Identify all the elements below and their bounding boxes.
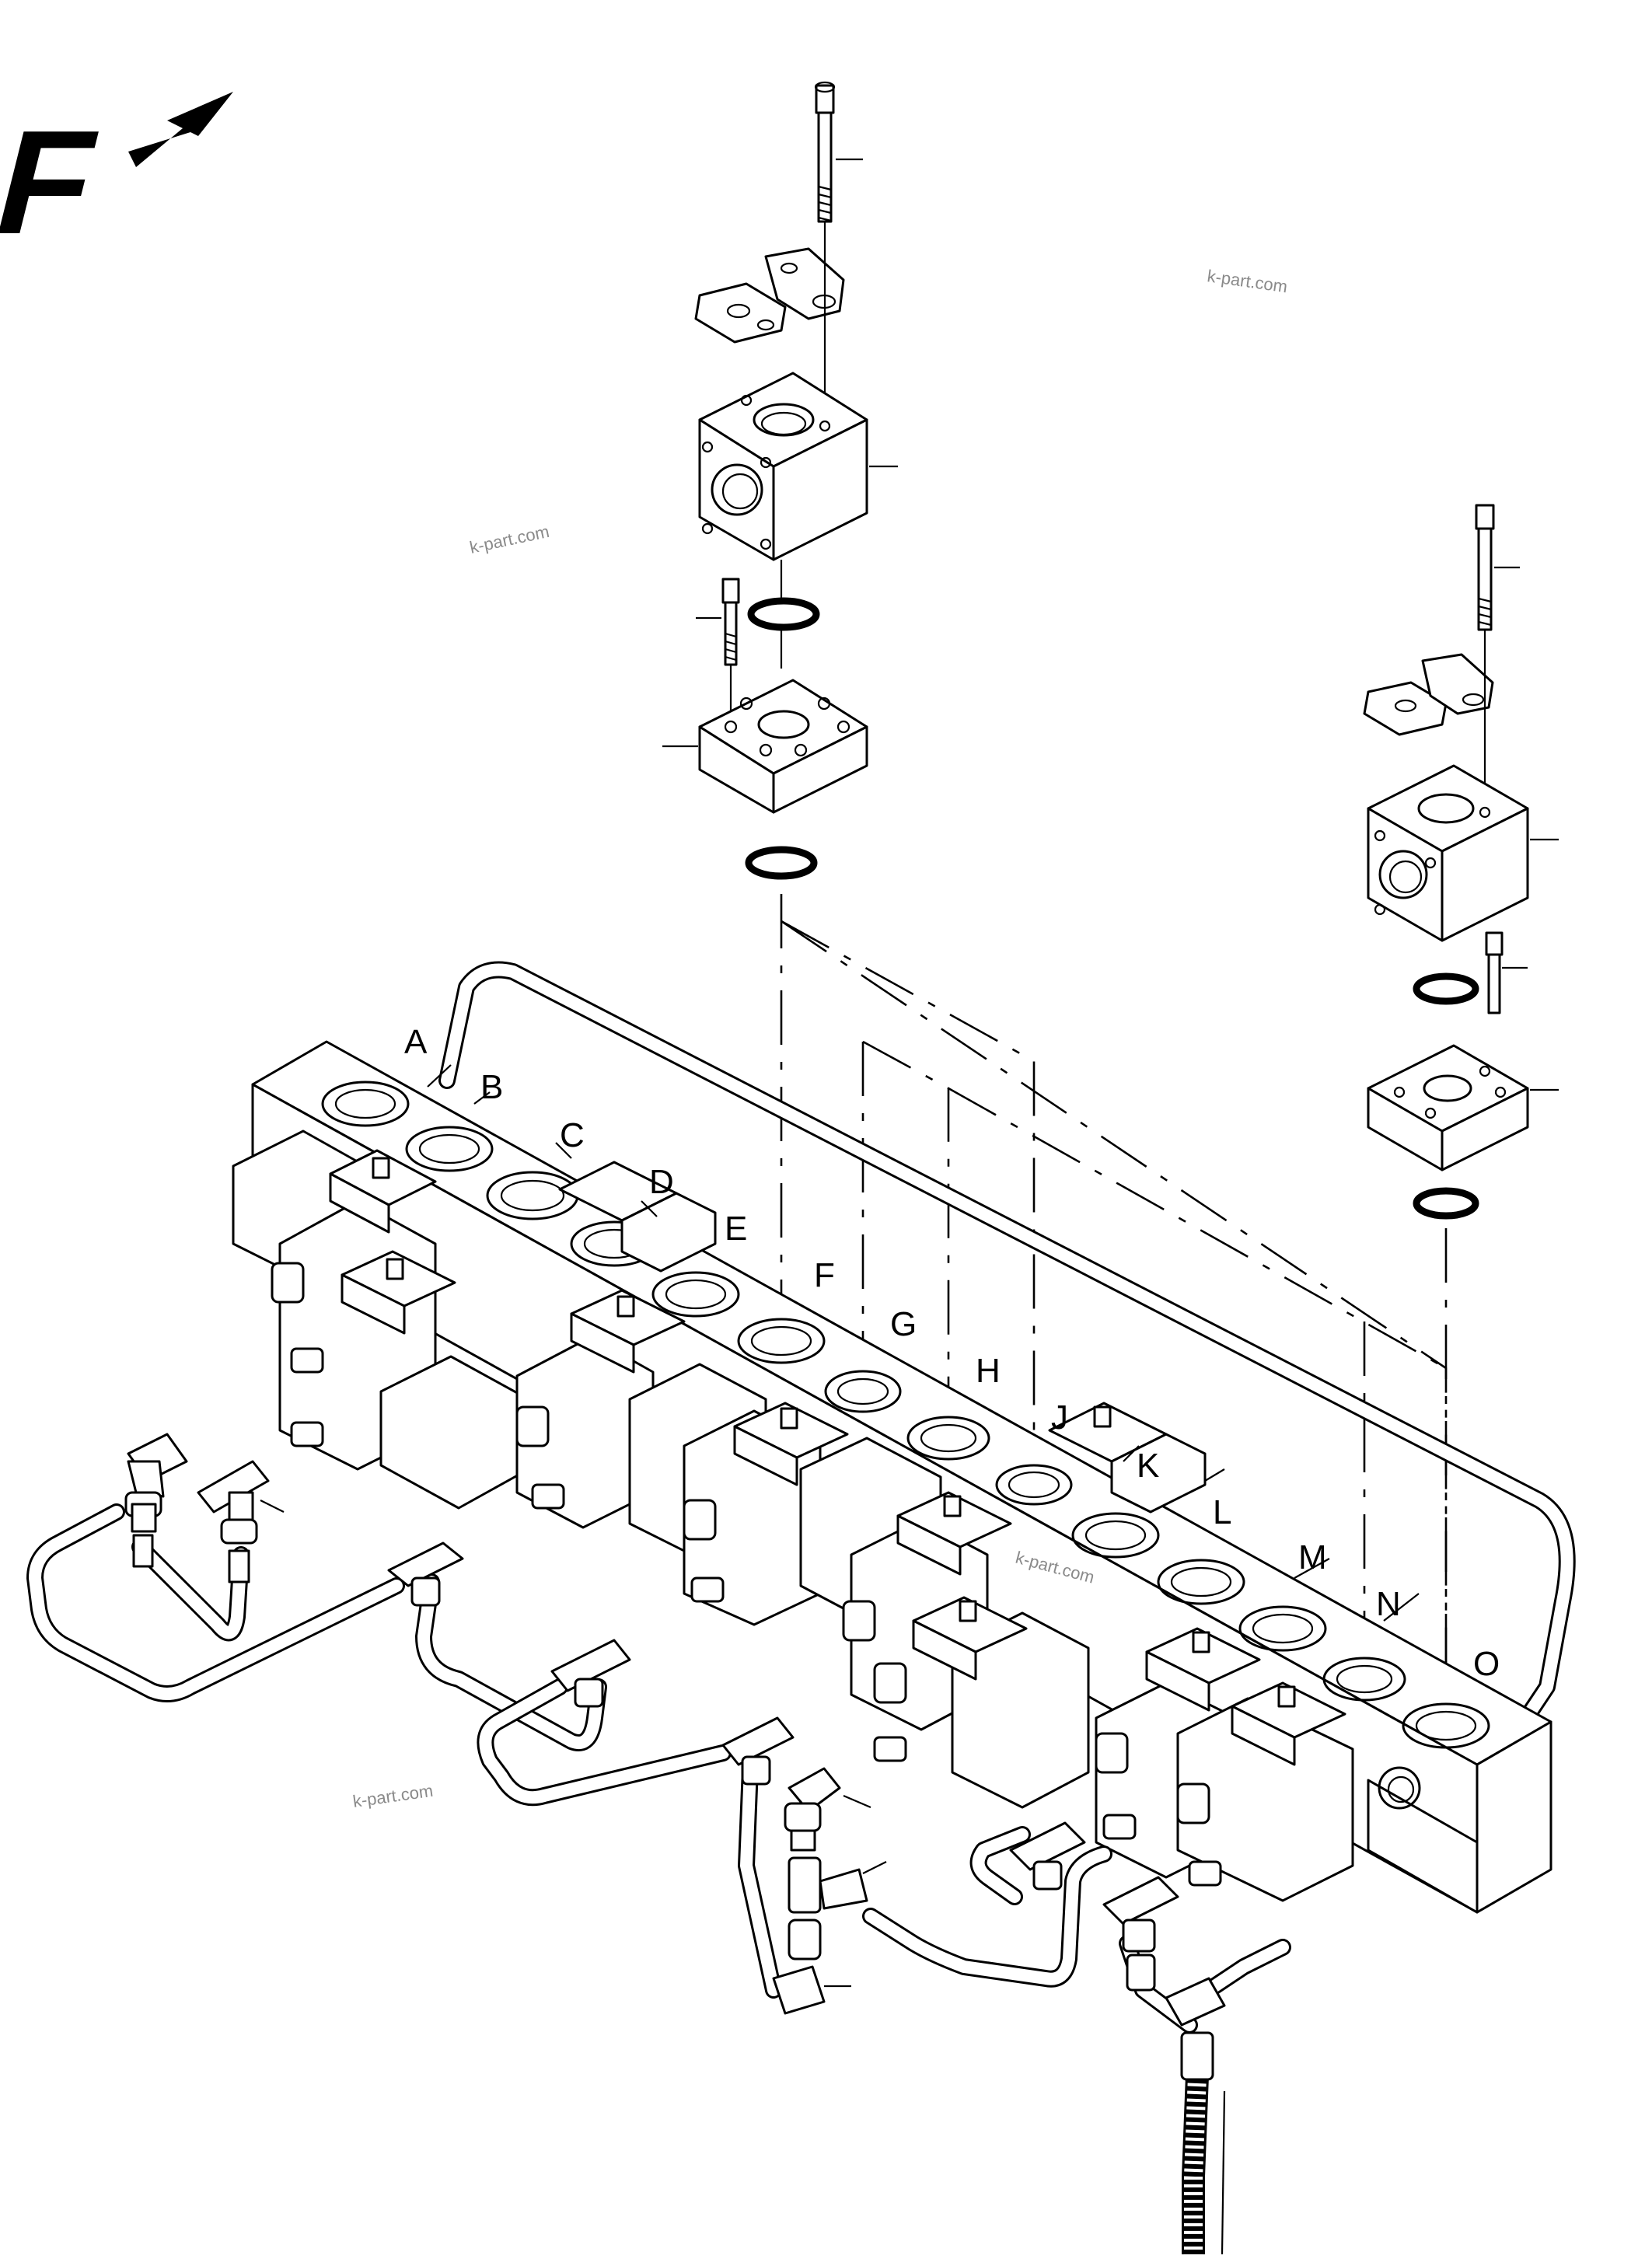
section-cover-plates	[329, 1149, 1346, 1766]
elbow-fitting-left	[124, 1433, 188, 1568]
solenoid-coils	[271, 1262, 1222, 1887]
split-flange-center	[694, 247, 845, 344]
long-bolt-center	[814, 81, 863, 223]
return-pipe-loop	[438, 961, 1576, 1730]
port-label-e: E	[725, 1210, 747, 1248]
o-ring-lower	[745, 846, 818, 880]
port-label-d: D	[649, 1163, 674, 1201]
o-ring-right-upper	[1413, 972, 1479, 1005]
right-flange-stack	[1363, 504, 1559, 1220]
port-label-j: J	[1051, 1398, 1068, 1437]
valve-manifold	[232, 1040, 1552, 1914]
tee-fittings-right	[1009, 1821, 1226, 2081]
port-label-o: O	[1473, 1645, 1500, 1683]
port-label-l: L	[1213, 1493, 1231, 1531]
watermark: k-part.com	[468, 522, 551, 557]
port-label-g: G	[890, 1305, 917, 1343]
port-label-c: C	[560, 1116, 585, 1154]
watermark: k-part.com	[351, 1781, 434, 1811]
port-label-m: M	[1298, 1538, 1327, 1576]
auxiliary-top-valves	[558, 1161, 1207, 1514]
port-label-n: N	[1376, 1585, 1401, 1623]
o-ring-right-lower	[1413, 1187, 1479, 1220]
tee-fittings-middle	[387, 1541, 795, 1786]
long-bolt-right	[1475, 504, 1520, 631]
small-bolt-right	[1485, 931, 1528, 1014]
adapter-block-right-lower	[1367, 1044, 1559, 1171]
view-direction-arrow-icon	[128, 92, 233, 167]
adapter-block-right-upper	[1367, 764, 1559, 942]
pipe-fittings	[124, 1433, 1226, 2081]
view-marker: F	[0, 92, 233, 264]
adapter-block-lower	[662, 679, 868, 814]
tee-fitting-left	[197, 1460, 285, 1583]
port-label-h: H	[976, 1352, 1001, 1390]
port-label-f: F	[814, 1256, 835, 1294]
adapter-block-upper	[698, 372, 898, 561]
pilot-piping	[26, 1503, 1291, 2255]
split-flange-right	[1363, 653, 1494, 736]
port-label-k: K	[1137, 1447, 1159, 1485]
port-label-a: A	[404, 1023, 428, 1061]
center-flange-stack	[662, 81, 898, 880]
label-leaders	[427, 1064, 1420, 1622]
view-letter: F	[0, 100, 112, 265]
port-label-b: B	[480, 1068, 503, 1106]
small-bolt-center	[696, 578, 740, 723]
port-labels: A B C D E F G H J K L M N O	[404, 1023, 1500, 1683]
tee-fitting-center	[772, 1767, 887, 2015]
watermark: k-part.com	[1206, 266, 1288, 296]
o-ring-upper	[747, 597, 820, 631]
